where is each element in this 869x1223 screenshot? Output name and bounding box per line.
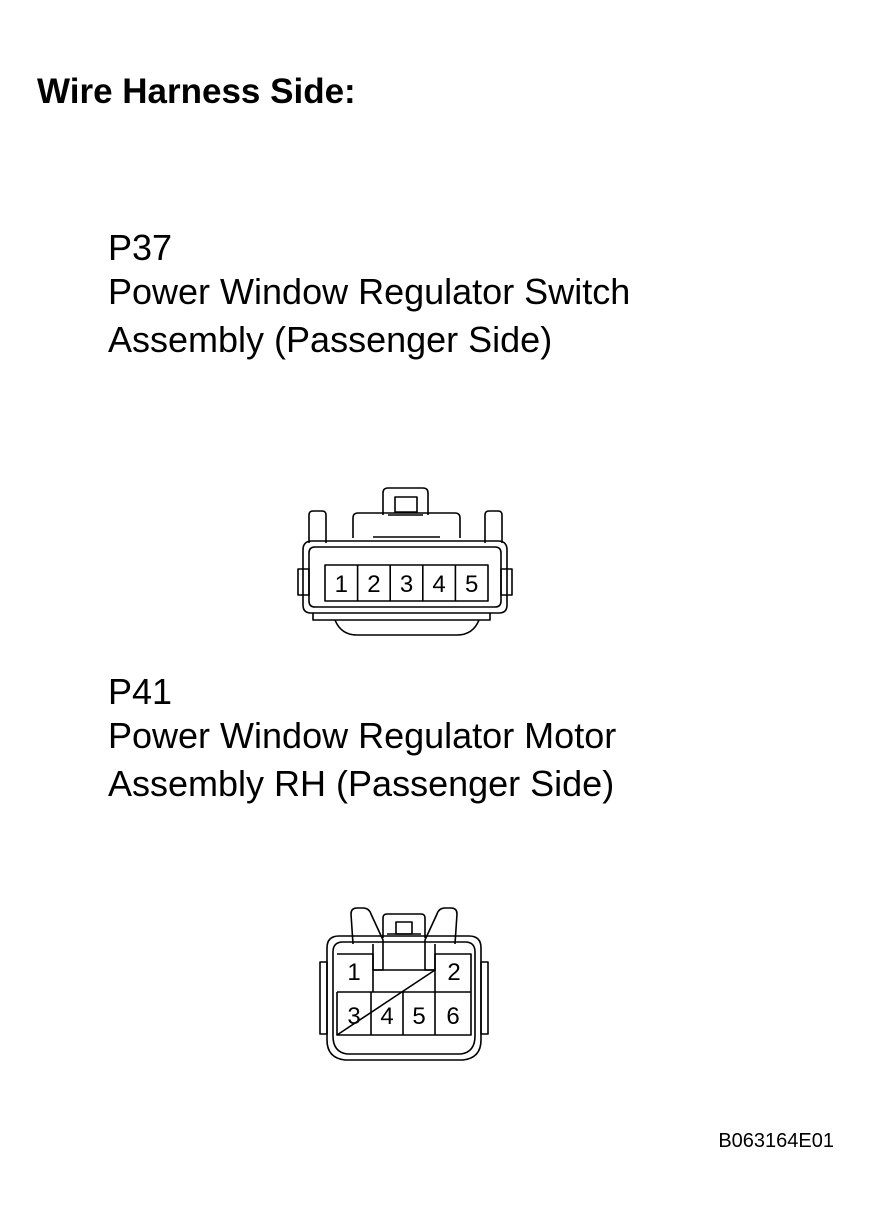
cavity-grid xyxy=(336,953,472,1036)
latch xyxy=(382,913,426,938)
right-tab xyxy=(480,961,489,1035)
pin-label: 6 xyxy=(446,1003,459,1030)
pin-label: 2 xyxy=(447,959,460,986)
pin-label: 1 xyxy=(335,571,348,598)
pin-label: 1 xyxy=(347,959,360,986)
pin-label: 2 xyxy=(367,571,380,598)
pin-label: 3 xyxy=(400,571,413,598)
connector-p41-diagram: 1 2 3 4 5 6 xyxy=(319,907,489,1061)
connector-p41-label: P41 Power Window Regulator Motor Assembl… xyxy=(108,672,616,808)
connector-p37-diagram: 1 2 3 4 5 xyxy=(297,487,513,636)
right-hook xyxy=(424,907,458,971)
pin-label: 4 xyxy=(432,571,445,598)
connector-name-line1: Power Window Regulator Motor xyxy=(108,715,617,756)
left-tab xyxy=(319,961,328,1035)
pin-label: 4 xyxy=(380,1003,393,1030)
pin-label: 5 xyxy=(465,571,478,598)
connector-code: P37 xyxy=(108,227,173,268)
latch-window xyxy=(394,496,418,513)
left-tab xyxy=(297,568,310,596)
connector-name-line2: Assembly RH (Passenger Side) xyxy=(108,763,615,804)
bottom-lip xyxy=(312,613,491,621)
connector-body xyxy=(302,540,508,614)
latch xyxy=(382,487,429,515)
connector-code: P41 xyxy=(108,671,173,712)
connector-name-line2: Assembly (Passenger Side) xyxy=(108,319,553,360)
page-heading: Wire Harness Side: xyxy=(37,72,356,111)
connector-name-line1: Power Window Regulator Switch xyxy=(108,271,631,312)
left-hook xyxy=(350,907,384,971)
connector-p37-label: P37 Power Window Regulator Switch Assemb… xyxy=(108,228,630,364)
right-post xyxy=(484,510,503,543)
right-tab xyxy=(500,568,513,596)
left-post xyxy=(308,510,327,543)
cavity-row xyxy=(324,564,489,602)
figure-id: B063164E01 xyxy=(718,1130,834,1152)
pin-label: 5 xyxy=(412,1003,425,1030)
latch-window xyxy=(395,921,413,935)
connector-body xyxy=(326,935,482,1061)
pin-label: 3 xyxy=(347,1003,360,1030)
